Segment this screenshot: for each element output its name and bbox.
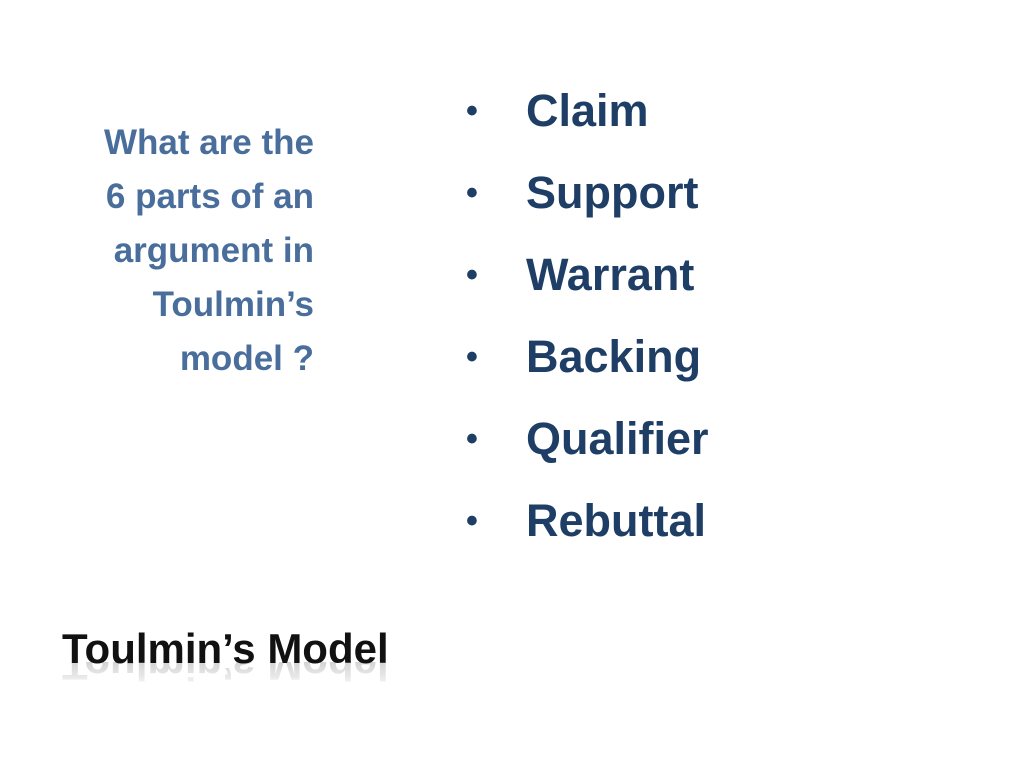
bullet-label: Warrant bbox=[526, 249, 695, 300]
bullet-item-backing: • Backing bbox=[460, 316, 980, 398]
bullet-icon: • bbox=[466, 419, 478, 458]
bullet-label: Rebuttal bbox=[526, 495, 706, 546]
question-line: model ? bbox=[179, 339, 314, 378]
question-line: argument in bbox=[113, 231, 314, 270]
bullet-icon: • bbox=[466, 255, 478, 294]
slide-title-reflection: Toulmin’s Model bbox=[62, 662, 389, 689]
bullet-item-claim: • Claim bbox=[460, 70, 980, 152]
question-line: Toulmin’s bbox=[152, 285, 314, 324]
bullet-item-qualifier: • Qualifier bbox=[460, 398, 980, 480]
parts-bullet-list: • Claim • Support • Warrant • Backing • … bbox=[460, 70, 980, 562]
bullet-item-support: • Support bbox=[460, 152, 980, 234]
slide-title-area: Toulmin’s Model Toulmin’s Model bbox=[62, 622, 462, 732]
slide-title: Toulmin’s Model bbox=[62, 625, 389, 672]
bullet-label: Support bbox=[526, 167, 699, 218]
bullet-icon: • bbox=[466, 501, 478, 540]
bullet-icon: • bbox=[466, 173, 478, 212]
bullet-icon: • bbox=[466, 91, 478, 130]
bullet-label: Qualifier bbox=[526, 413, 709, 464]
question-line: 6 parts of an bbox=[105, 177, 314, 216]
bullet-label: Backing bbox=[526, 331, 702, 382]
bullet-item-rebuttal: • Rebuttal bbox=[460, 480, 980, 562]
bullet-label: Claim bbox=[526, 85, 649, 136]
bullet-item-warrant: • Warrant bbox=[460, 234, 980, 316]
question-line: What are the bbox=[103, 123, 314, 162]
bullet-icon: • bbox=[466, 337, 478, 376]
question-text: What are the 6 parts of an argument in T… bbox=[40, 116, 314, 386]
